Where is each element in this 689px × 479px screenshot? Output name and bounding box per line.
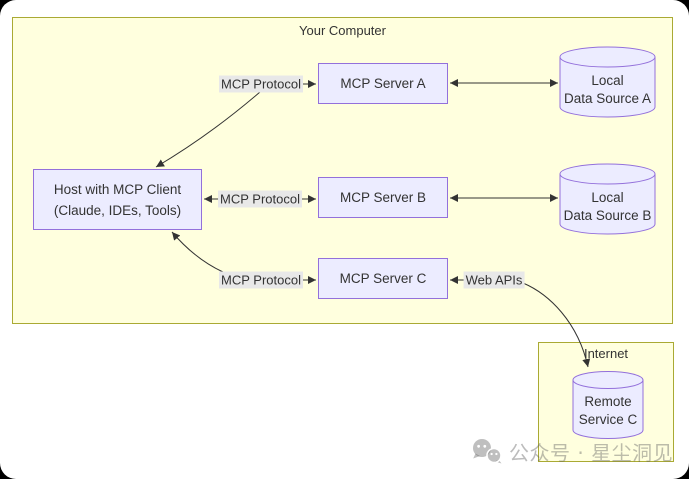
mcp-server-c-node: MCP Server C: [318, 258, 448, 299]
edge-webapis-to-remote-service: [522, 282, 591, 368]
mcp-server-b-label: MCP Server B: [339, 190, 427, 205]
local-data-source-b-line1: Local: [591, 190, 624, 205]
watermark: 公众号 · 星尘洞见: [471, 436, 673, 466]
edge-host-to-server-a-curve: [155, 91, 261, 168]
local-data-source-b-line2: Data Source B: [563, 208, 652, 223]
mcp-protocol-label-b: MCP Protocol: [218, 190, 302, 208]
local-data-source-a-cylinder: [559, 46, 656, 118]
host-node: Host with MCP Client (Claude, IDEs, Tool…: [33, 169, 202, 230]
local-data-source-a-line1: Local: [591, 73, 624, 88]
local-data-source-b-label: Local Data Source B: [560, 189, 655, 225]
web-apis-label: Web APIs: [463, 271, 525, 289]
internet-label: Internet: [583, 346, 629, 361]
mcp-protocol-label-a: MCP Protocol: [219, 75, 303, 93]
local-data-source-a-label: Local Data Source A: [560, 72, 655, 108]
host-node-line1: Host with MCP Client: [53, 181, 182, 197]
watermark-text: 公众号 · 星尘洞见: [509, 440, 674, 465]
your-computer-label: Your Computer: [299, 23, 386, 38]
mcp-server-b-node: MCP Server B: [318, 177, 448, 218]
local-data-source-b-cylinder: [559, 163, 656, 235]
mcp-server-a-label: MCP Server A: [340, 76, 426, 91]
mcp-protocol-label-c: MCP Protocol: [219, 271, 303, 289]
edge-host-to-server-c-curve: [171, 231, 224, 273]
remote-service-c-label: Remote Service C: [573, 393, 643, 429]
remote-service-c-line2: Service C: [578, 412, 638, 427]
host-node-line2: (Claude, IDEs, Tools): [53, 202, 182, 218]
remote-service-c-line1: Remote: [584, 394, 632, 409]
local-data-source-a-line2: Data Source A: [563, 91, 652, 106]
wechat-icon: [473, 438, 502, 463]
mcp-server-c-label: MCP Server C: [339, 271, 427, 286]
internet-group: Internet: [538, 342, 674, 462]
mcp-server-a-node: MCP Server A: [318, 63, 448, 104]
remote-service-c-cylinder: [572, 371, 644, 439]
